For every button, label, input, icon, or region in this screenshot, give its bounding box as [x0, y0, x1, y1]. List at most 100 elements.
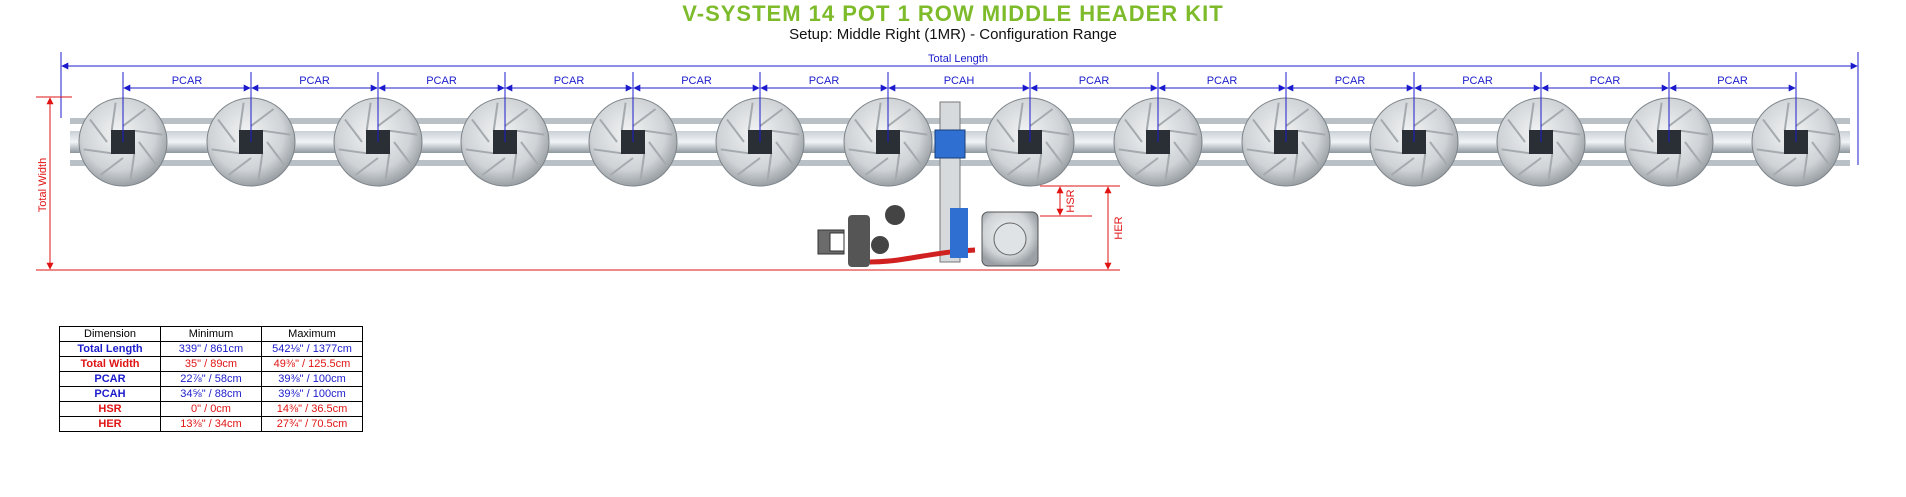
pot-rib — [1173, 141, 1192, 166]
pot-rib — [1134, 157, 1159, 176]
pot-rib — [1124, 118, 1143, 143]
pot-rib — [516, 129, 545, 136]
pot-rib — [875, 102, 882, 131]
pot-rib — [129, 153, 136, 182]
pot-rib — [1006, 157, 1031, 176]
table-row: PCAH 34⅝" / 88cm 39⅜" / 100cm — [59, 386, 363, 402]
row-name: Total Width — [59, 356, 161, 372]
pot-rib — [1401, 102, 1408, 131]
table-row: Total Width 35" / 89cm 49⅜" / 125.5cm — [59, 356, 363, 372]
pot-rib — [1795, 108, 1820, 127]
pot-rib — [1552, 129, 1581, 136]
pot-rib — [1036, 153, 1043, 182]
pot-rib — [1429, 141, 1448, 166]
pot-rib — [89, 118, 108, 143]
pot-rib — [1807, 129, 1836, 136]
pot-rib — [520, 141, 539, 166]
pot-rib — [110, 102, 117, 131]
pot-rib — [1668, 108, 1693, 127]
total-width-label: Total Width — [37, 158, 49, 212]
pot-rib — [1517, 157, 1542, 176]
table-row: PCAR 22⅞" / 58cm 39⅜" / 100cm — [59, 371, 363, 387]
pot-rib — [1041, 129, 1070, 136]
pot-rib — [138, 141, 157, 166]
pot-rib — [720, 148, 749, 155]
header-valve — [934, 129, 966, 159]
pot-rib — [1420, 153, 1427, 182]
pot-rib — [1425, 129, 1454, 136]
pot-rib — [344, 118, 363, 143]
system-diagram: Total Length PCAR PCAR PCAR PCAR PCAR PCAR PCA… — [36, 52, 1859, 271]
pot-rib — [848, 148, 877, 155]
pot-rib — [1262, 157, 1287, 176]
pot-rib — [250, 108, 275, 127]
pot-rib — [1783, 102, 1790, 131]
pot-rib — [1374, 148, 1403, 155]
pot-rib — [1629, 148, 1658, 155]
table-header-minimum: Minimum — [160, 326, 262, 342]
pot-rib — [599, 118, 618, 143]
pressure-gauge — [885, 205, 905, 225]
pot-rib — [504, 108, 529, 127]
pot-rib — [887, 108, 912, 127]
pot-rib — [1380, 118, 1399, 143]
spacing-label: PCAR — [809, 75, 840, 87]
row-name: Total Length — [59, 341, 161, 357]
spacing-label: PCAR — [172, 75, 203, 87]
pot-rib — [465, 148, 494, 155]
pot-rib — [134, 129, 163, 136]
table-header-dimension: Dimension — [59, 326, 161, 342]
spacing-label: PCAR — [1335, 75, 1366, 87]
pot-rib — [1501, 148, 1530, 155]
row-name: PCAR — [59, 371, 161, 387]
header-manifold — [950, 208, 968, 258]
pot-rib — [262, 129, 291, 136]
pot-rib — [644, 129, 673, 136]
row-maximum: 14⅜" / 36.5cm — [261, 401, 363, 417]
row-maximum: 27¾" / 70.5cm — [261, 416, 363, 432]
pot-rib — [1157, 108, 1182, 127]
pot-rib — [1556, 141, 1575, 166]
pot-rib — [990, 148, 1019, 155]
table-row: HSR 0" / 0cm 14⅜" / 36.5cm — [59, 401, 363, 417]
pot-rib — [1675, 153, 1682, 182]
pot-rib — [1285, 108, 1310, 127]
pot-rib — [726, 118, 745, 143]
pot-rib — [99, 157, 124, 176]
pot-rib — [899, 129, 928, 136]
row-name: PCAH — [59, 386, 161, 402]
spacing-label: PCAR — [426, 75, 457, 87]
pot-rib — [217, 118, 236, 143]
row-name: HER — [59, 416, 161, 432]
pot-rib — [1169, 129, 1198, 136]
hsr-label: HSR — [1065, 189, 1077, 212]
row-minimum: 0" / 0cm — [160, 401, 262, 417]
table-row: HER 13⅜" / 34cm 27¾" / 70.5cm — [59, 416, 363, 432]
pot-rib — [1273, 102, 1280, 131]
pot-rib — [227, 157, 252, 176]
pot-rib — [864, 157, 889, 176]
spacing-label: PCAR — [299, 75, 330, 87]
pot-rib — [1635, 118, 1654, 143]
pot-rib — [609, 157, 634, 176]
pot-rib — [1684, 141, 1703, 166]
pot-rib — [1762, 118, 1781, 143]
spacing-label: PCAR — [1079, 75, 1110, 87]
pot-rib — [389, 129, 418, 136]
pot-rib — [1547, 153, 1554, 182]
spacing-label: PCAH — [944, 75, 975, 87]
pot-rib — [354, 157, 379, 176]
pot-rib — [648, 141, 667, 166]
spacing-label: PCAR — [1590, 75, 1621, 87]
pot-rib — [1507, 118, 1526, 143]
spacing-label: PCAR — [1462, 75, 1493, 87]
pot-rib — [83, 148, 112, 155]
filter — [871, 236, 889, 254]
total-length-label: Total Length — [928, 53, 988, 65]
row-minimum: 22⅞" / 58cm — [160, 371, 262, 387]
pot-rib — [377, 108, 402, 127]
pot-rib — [632, 108, 657, 127]
header-assembly — [817, 101, 1039, 267]
pot-rib — [1246, 148, 1275, 155]
